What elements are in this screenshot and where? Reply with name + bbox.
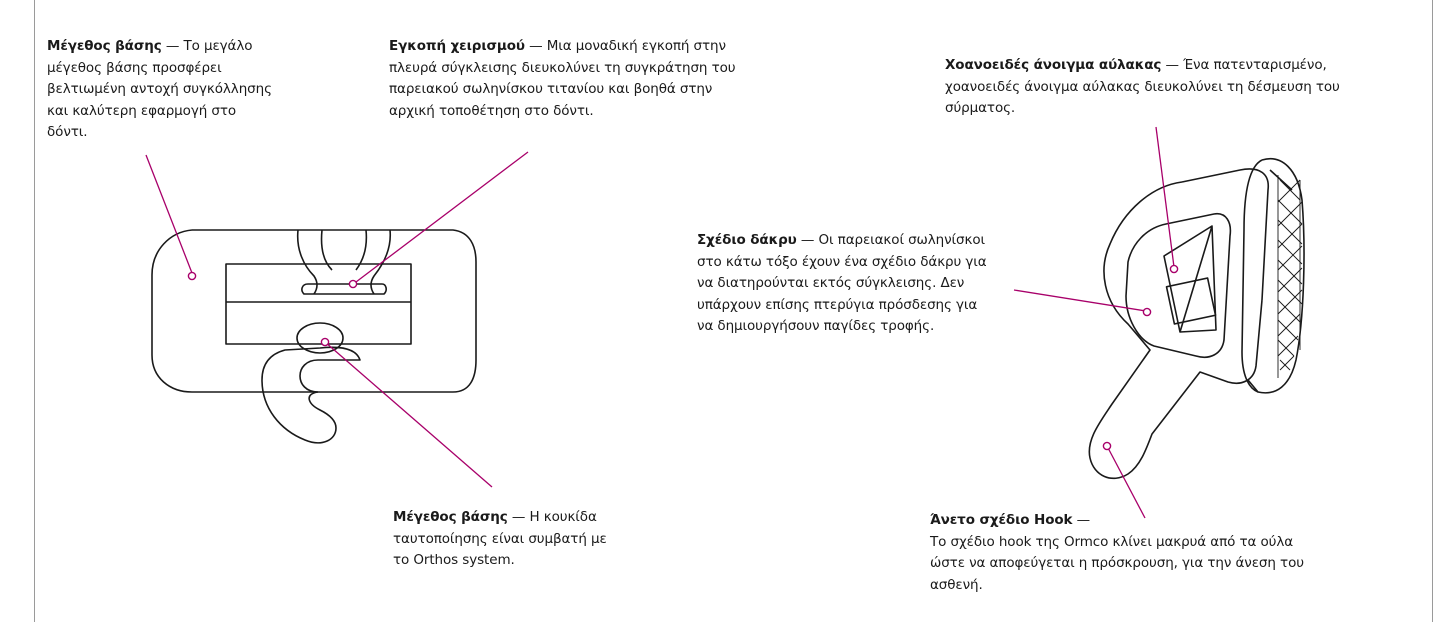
funnel-slot-opening [1165,277,1217,325]
side-view-bracket [1088,158,1305,480]
callout-id-dot-text: Η κουκίδα ταυτοποίησης είναι συμβατή με … [393,509,607,568]
callout-dash: — [161,38,184,54]
callout-handling-notch-title: Εγκοπή χειρισμού [389,38,525,54]
leader-dot-handling-notch [348,279,358,289]
mesh-pad-inner [1241,159,1263,393]
handling-notch-lines [296,229,392,295]
callout-base-size: Μέγεθος βάσης — Το μεγάλο μέγεθος βάσης … [47,36,277,144]
mesh-pattern [1277,175,1303,378]
callout-funnel-slot-text: Ένα πατενταρισμένο, χοανοειδές άνοιγμα α… [945,57,1340,116]
leader-handling-notch [355,151,529,283]
leader-id-dot [324,341,493,488]
leader-base-size [145,154,193,274]
callout-dash: — [1072,512,1091,528]
leader-dot-id-dot [320,337,330,347]
side-top-edge [1181,168,1269,301]
callout-handling-notch: Εγκοπή χειρισμού — Μια μοναδική εγκοπή σ… [389,36,749,122]
callout-hook-text: Το σχέδιο hook της Ormco κλίνει μακρυά α… [930,533,1304,593]
callout-hook-title: Άνετο σχέδιο Hook [930,512,1073,528]
leader-lines [145,126,1175,519]
callout-id-dot-title: Μέγεθος βάσης [393,509,508,525]
leader-funnel-slot [1155,126,1175,268]
callout-dash: — [796,232,819,248]
id-dot-oval [296,322,344,354]
callout-base-size-title: Μέγεθος βάσης [47,38,162,54]
callout-teardrop-text: Οι παρειακοί σωληνίσκοι στο κάτω τόξο έχ… [697,232,987,334]
leader-dot-base-size [187,271,197,281]
handling-notch-slot [301,283,387,295]
callout-funnel-slot: Χοανοειδές άνοιγμα αύλακας — Ένα πατεντα… [945,55,1370,120]
callout-teardrop: Σχέδιο δάκρυ — Οι παρειακοί σωληνίσκοι σ… [697,230,987,338]
callout-funnel-slot-title: Χοανοειδές άνοιγμα αύλακας [945,57,1162,73]
base-pad-left-edge [151,229,318,393]
callout-hook: Άνετο σχέδιο Hook — Το σχέδιο hook της O… [930,510,1310,596]
leader-dot-hook [1102,441,1112,451]
callout-teardrop-title: Σχέδιο δάκρυ [697,232,797,248]
mesh-corner [1269,169,1293,191]
leader-dot-funnel-slot [1169,264,1179,274]
callout-dash: — [507,509,530,525]
leader-dots [187,264,1179,451]
base-pad-outline [192,229,477,444]
leader-hook [1106,445,1146,519]
front-view-bracket [151,229,477,444]
leader-teardrop [1013,289,1147,312]
callout-id-dot: Μέγεθος βάσης — Η κουκίδα ταυτοποίησης ε… [393,507,613,572]
side-arm-outline [1088,181,1263,480]
teardrop-face [1125,212,1232,358]
mesh-pad-outline [1247,158,1305,394]
diagram-frame [34,0,1433,622]
funnel-slot-walls [1163,225,1217,333]
callout-base-size-text: Το μεγάλο μέγεθος βάσης προσφέρει βελτιω… [47,38,272,140]
callout-dash: — [1161,57,1184,73]
callout-dash: — [524,38,547,54]
callout-handling-notch-text: Μια μοναδική εγκοπή στην πλευρά σύγκλεισ… [389,38,736,119]
tube-body [225,263,412,345]
leader-dot-teardrop [1142,307,1152,317]
